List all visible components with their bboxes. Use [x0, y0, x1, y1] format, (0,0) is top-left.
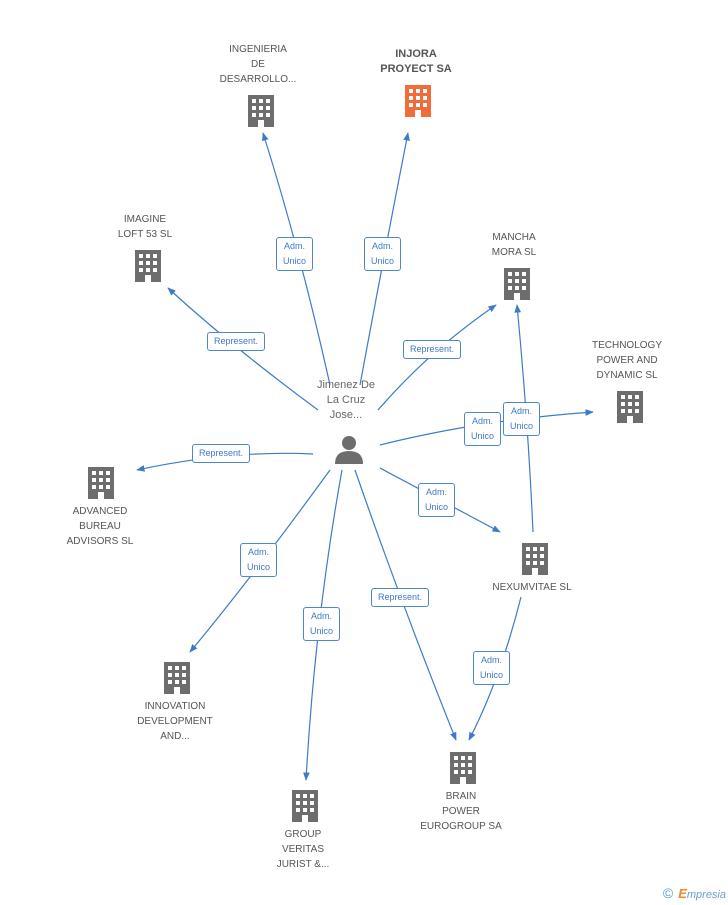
- empresia-logo[interactable]: © Empresia: [663, 885, 726, 901]
- node-label-group[interactable]: GROUP VERITAS JURIST &...: [276, 829, 330, 870]
- node-label-mancha[interactable]: MANCHA MORA SL: [491, 232, 537, 258]
- edge-label-mancha: Represent.: [403, 340, 462, 359]
- edge-label-group: Adm. Unico: [303, 607, 341, 641]
- building-icon-technology[interactable]: [617, 391, 643, 423]
- node-label-brain[interactable]: BRAIN POWER EUROGROUP SA: [420, 791, 502, 832]
- copyright-icon: ©: [662, 885, 674, 901]
- node-label-nexumvitae[interactable]: NEXUMVITAE SL: [492, 582, 572, 593]
- center-person-label[interactable]: Jimenez De La Cruz Jose...: [316, 379, 376, 421]
- edge-label-nexu-mancha: Adm. Unico: [503, 402, 541, 436]
- brand-name: mpresia: [686, 889, 726, 901]
- edge-label-brain: Represent.: [371, 588, 430, 607]
- brand-initial: E: [678, 886, 687, 901]
- edge-label-imagine: Represent.: [207, 332, 266, 351]
- edge-label-advanced: Represent.: [192, 444, 251, 463]
- building-icon-injora[interactable]: [405, 85, 431, 117]
- building-icon-imagine[interactable]: [135, 250, 161, 282]
- node-label-advanced[interactable]: ADVANCED BUREAU ADVISORS SL: [66, 506, 134, 547]
- node-label-injora[interactable]: INJORA PROYECT SA: [380, 48, 452, 75]
- node-label-ingenieria[interactable]: INGENIERIA DE DESARROLLO...: [219, 44, 297, 85]
- node-label-innovation[interactable]: INNOVATION DEVELOPMENT AND...: [137, 701, 213, 742]
- edge-label-innovation: Adm. Unico: [240, 543, 278, 577]
- building-icon-brain[interactable]: [450, 752, 476, 784]
- edge-label-injora: Adm. Unico: [364, 237, 402, 271]
- building-icon-nexumvitae[interactable]: [522, 543, 548, 575]
- building-icon-innovation[interactable]: [164, 662, 190, 694]
- edge-label-nexu-brain: Adm. Unico: [473, 651, 511, 685]
- node-label-technology[interactable]: TECHNOLOGY POWER AND DYNAMIC SL: [591, 340, 662, 381]
- edge-label-technology: Adm. Unico: [464, 412, 502, 446]
- edge-label-nexumvitae: Adm. Unico: [418, 483, 456, 517]
- person-icon[interactable]: [335, 436, 363, 464]
- building-icon-group[interactable]: [292, 790, 318, 822]
- building-icon-mancha[interactable]: [504, 268, 530, 300]
- node-label-imagine[interactable]: IMAGINE LOFT 53 SL: [117, 214, 173, 240]
- building-icon-ingenieria[interactable]: [248, 95, 274, 127]
- edge-label-ingenieria: Adm. Unico: [276, 237, 314, 271]
- building-icon-advanced[interactable]: [88, 467, 114, 499]
